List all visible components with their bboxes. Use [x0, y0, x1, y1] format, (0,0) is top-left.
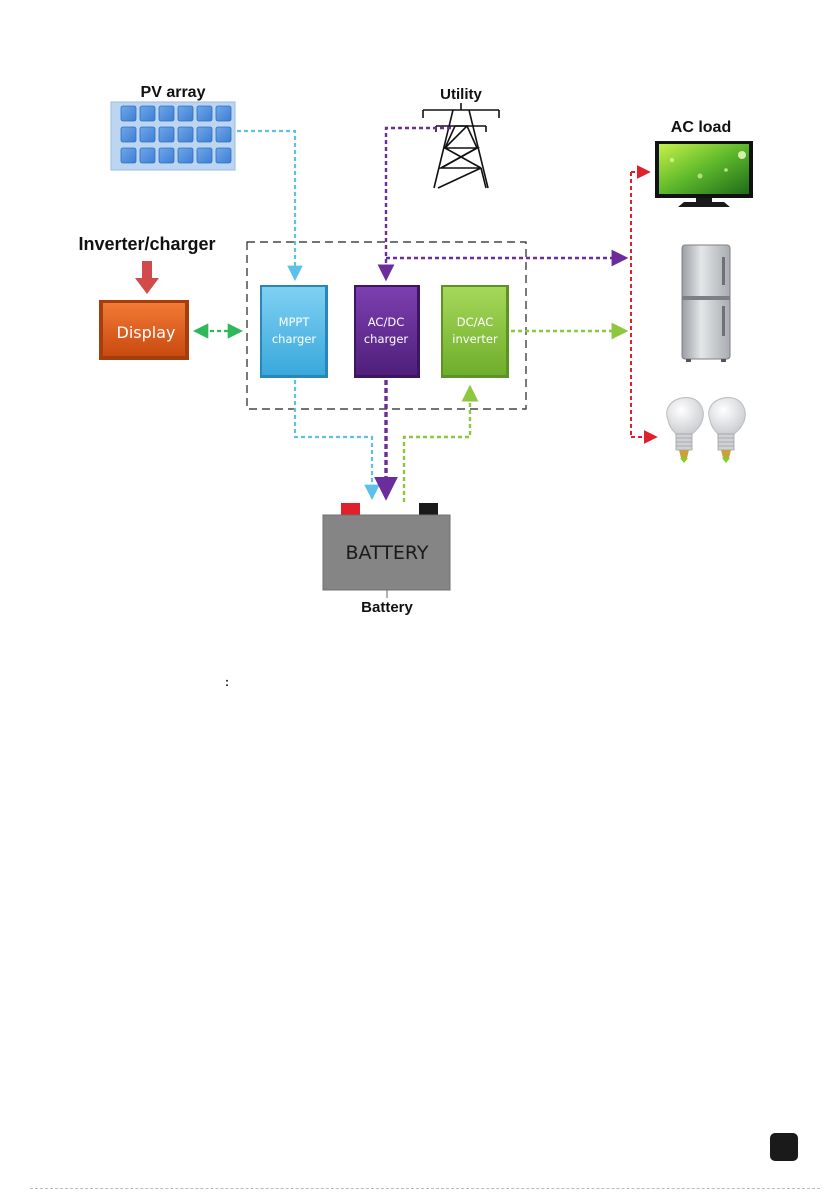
refrigerator-icon [682, 245, 730, 362]
mppt-to-battery-line [295, 380, 372, 497]
solar-panel-icon [111, 102, 235, 170]
tv-icon [655, 141, 753, 207]
mppt-label-line1: MPPT [279, 315, 311, 329]
bottom-rule [30, 1188, 820, 1189]
mppt-label-line2: charger [272, 332, 317, 346]
acdc-label-line1: AC/DC [368, 315, 404, 329]
light-bulb-icon [667, 397, 704, 463]
acdc-label-line2: charger [364, 332, 409, 346]
battery-icon: BATTERY [323, 503, 450, 598]
inverter-charger-label: Inverter/charger [78, 234, 215, 254]
light-bulb-icon [709, 397, 746, 463]
acdc-charger-box: AC/DC charger [354, 285, 420, 378]
battery-body-label: BATTERY [345, 542, 428, 564]
dcac-label-line1: DC/AC [457, 315, 493, 329]
dcac-label-line2: inverter [452, 332, 498, 346]
battery-to-dcac-line [404, 388, 470, 502]
display-box: Display [99, 300, 189, 360]
display-label: Display [117, 323, 176, 342]
mppt-charger-box: MPPT charger [260, 285, 328, 378]
utility-to-acdc-line [386, 128, 451, 278]
ac-load-label: AC load [671, 119, 731, 136]
utility-label: Utility [440, 86, 482, 103]
dcac-inverter-box: DC/AC inverter [441, 285, 509, 378]
down-arrow [135, 261, 159, 294]
caption-colon: : [225, 675, 229, 689]
battery-label: Battery [361, 599, 413, 616]
pv-to-mppt-line [237, 131, 295, 278]
pv-array-label: PV array [141, 84, 206, 101]
transmission-tower-icon [423, 103, 499, 188]
page-number-box [770, 1133, 798, 1161]
